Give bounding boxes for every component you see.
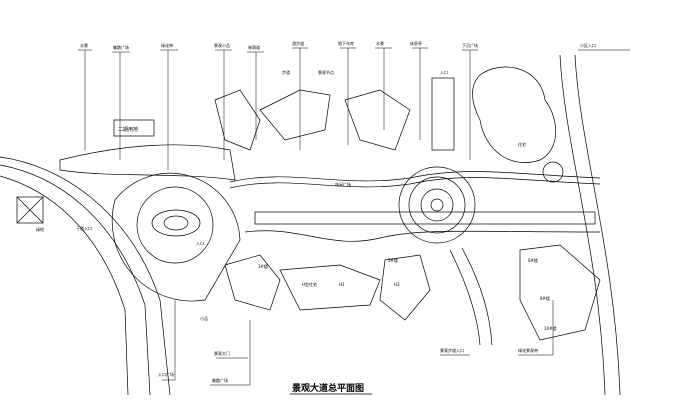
central-plaza-mid — [408, 176, 466, 234]
callout-top-6: 游步道 — [292, 40, 304, 46]
left-fountain-core — [163, 215, 189, 231]
building-bottom-2 — [279, 264, 381, 311]
fan-plaza-outer — [111, 172, 241, 302]
site-box-label: 二期用地 — [118, 126, 138, 133]
callout-bottom-2: 小品 — [200, 315, 208, 321]
callout-top-2: 集散广场 — [113, 44, 129, 50]
building-label-9: 入口 — [196, 241, 204, 246]
boulevard-top-2 — [229, 177, 601, 189]
right-road-edge-2 — [574, 54, 621, 396]
callout-top-7: 地下车库 — [338, 40, 354, 46]
callout-top-5: 林荫道 — [248, 44, 260, 50]
building-label-2: H1 — [339, 282, 345, 287]
corner-box-diag-2 — [16, 196, 44, 224]
callout-bottom-1: 入口广场 — [158, 371, 174, 377]
boulevard-bottom — [244, 230, 601, 242]
corner-box — [16, 196, 44, 224]
callout-top-9: 休息亭 — [410, 40, 422, 46]
left-road-edge-1 — [0, 156, 171, 396]
building-top-2 — [259, 89, 331, 141]
green-strip — [59, 144, 236, 181]
tower-strip — [431, 77, 455, 151]
boulevard-colonnade — [254, 211, 596, 225]
corner-label: 绿地 — [36, 226, 44, 232]
callout-top-4: 景观小品 — [214, 42, 230, 48]
callout-top-14: 入口 — [440, 70, 448, 75]
building-label-4: 3#楼 — [258, 263, 268, 269]
building-bottom-1 — [224, 254, 281, 311]
building-label-8: 10#楼 — [544, 325, 556, 331]
building-label-5: 5#楼 — [388, 257, 398, 263]
callout-bottom-4: 集散广场 — [212, 377, 228, 383]
central-plaza-core — [430, 198, 444, 212]
building-label-7: 8#楼 — [540, 295, 550, 301]
building-label-6: 6#楼 — [528, 257, 538, 263]
callout-bottom-3: 景观大门 — [214, 350, 230, 356]
callout-top-15: 休闲广场 — [335, 181, 351, 187]
callout-bottom-6: 绿化景观带 — [518, 347, 538, 353]
callout-top-11: 小区入口 — [580, 42, 596, 48]
site-box — [113, 119, 155, 137]
building-top-3 — [344, 89, 411, 151]
leader-lines-bottom — [162, 300, 554, 386]
callout-bottom-5: 景观步道入口 — [440, 347, 464, 353]
callout-top-3: 绿化带 — [161, 42, 173, 48]
callout-top-12: 景观节点 — [318, 69, 334, 75]
callout-top-10: 下沉广场 — [462, 42, 478, 48]
callout-top-13: 步道 — [282, 69, 290, 75]
central-plaza-outer — [398, 166, 476, 244]
callout-top-8: 水景 — [376, 40, 384, 46]
central-plaza-inner — [420, 188, 454, 222]
left-road-edge-3 — [0, 175, 129, 396]
left-road-edge-2 — [0, 164, 151, 396]
south-promenade — [449, 249, 481, 346]
left-road-label: 干道入口 — [76, 225, 92, 231]
building-bottom-3 — [379, 254, 431, 321]
building-label-3: H3 — [394, 282, 400, 287]
leader-lines-top — [78, 47, 630, 170]
callout-top-16: 住宅 — [518, 141, 526, 147]
south-promenade-2 — [461, 247, 493, 346]
building-bottom-right — [519, 244, 601, 341]
fan-plaza-inner — [136, 186, 214, 264]
right-road-edge-1 — [559, 54, 606, 396]
callout-top-1: 水景 — [80, 42, 88, 48]
building-label-1: H型住宅 — [302, 281, 317, 287]
building-top-1 — [214, 89, 261, 151]
drawing-title: 景观大道总平面图 — [292, 382, 364, 394]
right-node — [542, 161, 564, 183]
left-fountain — [151, 209, 201, 237]
existing-site-outline — [472, 66, 557, 163]
